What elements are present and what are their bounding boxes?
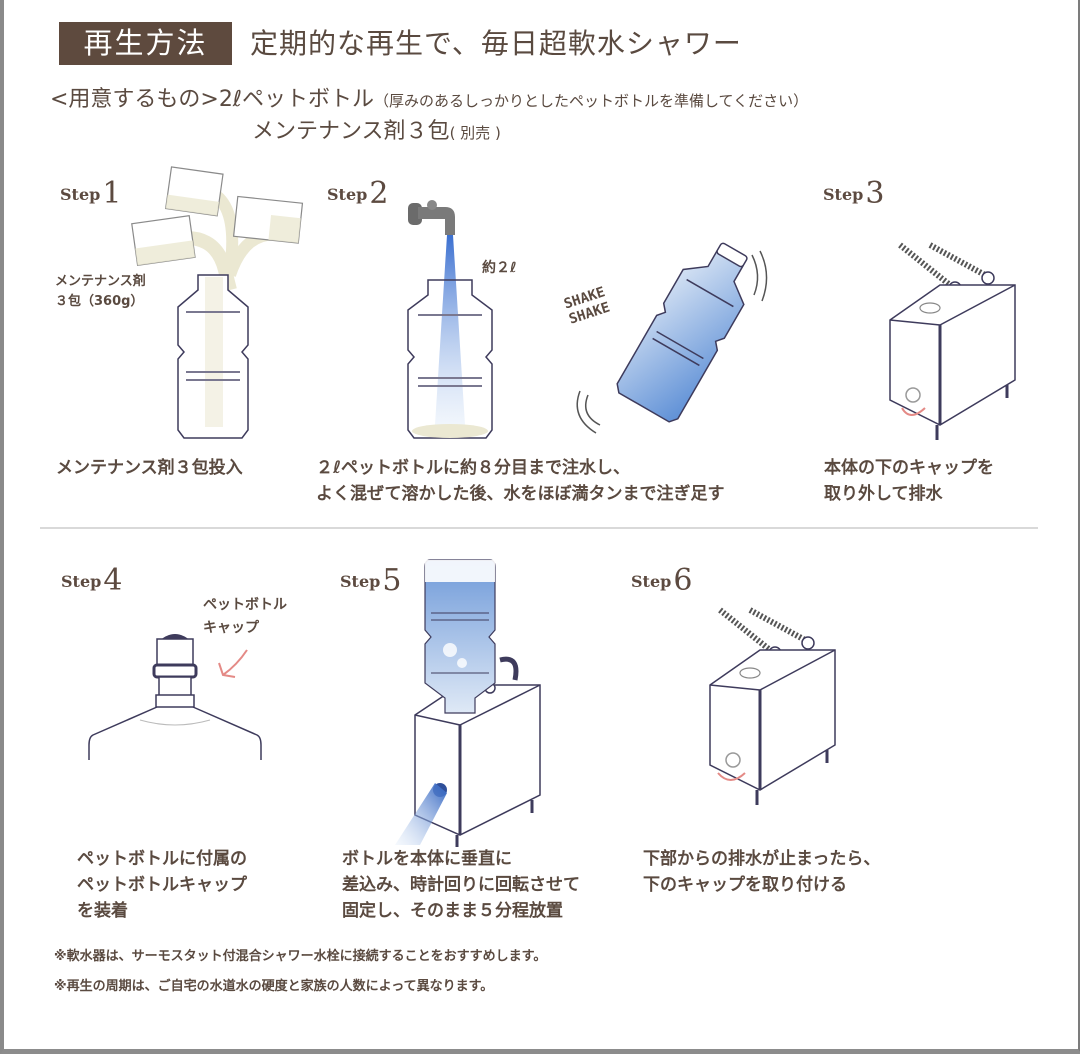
caption-line: ペットボトルキャップ	[77, 875, 247, 895]
step-number: 1	[102, 176, 122, 211]
step-word: Step	[340, 572, 381, 591]
softener-unit-drain-icon	[889, 242, 1016, 440]
step-5-caption: ボトルを本体に垂直に 差込み、時計回りに回転させて 固定し、そのまま５分程放置	[342, 846, 580, 924]
step-2-caption: ２ℓペットボトルに約８分目まで注水し、 よく混ぜて溶かした後、水をほぼ満タンまで…	[316, 455, 725, 507]
preparation-item-maintenance-note: ( 別売 )	[449, 124, 501, 142]
caption-line: 差込み、時計回りに回転させて	[342, 875, 580, 895]
step-word: Step	[327, 185, 368, 204]
step-word: Step	[61, 572, 102, 591]
step-word: Step	[60, 185, 101, 204]
footnote-connection: ※軟水器は、サーモスタット付混合シャワー水栓に接続することをおすすめします。	[54, 949, 547, 964]
section-badge: 再生方法	[59, 22, 232, 65]
preparation-label: <用意するもの>	[50, 87, 219, 112]
step-number: 5	[382, 563, 402, 598]
step-4-label: Step4	[61, 563, 122, 598]
step-number: 3	[865, 176, 885, 211]
annotation-line: キャップ	[203, 620, 259, 636]
step-word: Step	[823, 185, 864, 204]
softener-unit-cap-icon	[709, 607, 836, 805]
preparation-line-2: メンテナンス剤３包( 別売 )	[252, 116, 501, 149]
pink-arrow-icon	[218, 649, 248, 678]
step-number: 6	[673, 563, 693, 598]
step-1-label: Step1	[60, 176, 121, 211]
step-word: Step	[631, 572, 672, 591]
preparation-item-bottle-note: （厚みのあるしっかりとしたペットボトルを準備してください）	[373, 92, 809, 110]
step-3-caption: 本体の下のキャップを 取り外して排水	[824, 455, 994, 507]
caption-line: 固定し、そのまま５分程放置	[342, 901, 563, 921]
annotation-line: ３包（360g）	[55, 294, 144, 309]
footnote-cycle: ※再生の周期は、ご自宅の水道水の硬度と家族の人数によって異なります。	[54, 979, 494, 994]
step-number: 4	[103, 563, 123, 598]
step-number: 2	[369, 176, 389, 211]
bottle-cap-icon	[88, 634, 262, 760]
caption-line: 本体の下のキャップを	[824, 458, 994, 478]
caption-line: ２ℓペットボトルに約８分目まで注水し、	[316, 458, 631, 478]
step-4-caption: ペットボトルに付属の ペットボトルキャップ を装着	[77, 846, 247, 924]
step-4-annotation: ペットボトル キャップ	[203, 594, 287, 640]
step-5-label: Step5	[340, 563, 401, 598]
annotation-line: ペットボトル	[203, 597, 287, 613]
caption-line: 下のキャップを取り付ける	[643, 875, 847, 895]
step-6-caption: 下部からの排水が止まったら、 下のキャップを取り付ける	[643, 846, 880, 898]
step-2-annotation: 約２ℓ	[482, 260, 517, 276]
preparation-line-1: <用意するもの>2ℓペットボトル（厚みのあるしっかりとしたペットボトルを準備して…	[50, 84, 808, 117]
page-title: 定期的な再生で、毎日超軟水シャワー	[250, 27, 742, 60]
caption-line: ボトルを本体に垂直に	[342, 849, 512, 869]
annotation-line: メンテナンス剤	[55, 274, 146, 289]
preparation-item-maintenance: メンテナンス剤３包	[252, 119, 450, 144]
caption-line: よく混ぜて溶かした後、水をほぼ満タンまで注ぎ足す	[316, 484, 725, 504]
powder-packets-bottle-icon	[131, 166, 304, 439]
caption-line: を装着	[77, 901, 128, 921]
step-1-annotation: メンテナンス剤 ３包（360g）	[55, 272, 146, 312]
caption-line: 取り外して排水	[824, 484, 943, 504]
shaking-bottle-icon	[576, 242, 768, 434]
preparation-item-bottle: 2ℓペットボトル	[218, 87, 374, 112]
step-2-label: Step2	[327, 176, 388, 211]
faucet-bottle-icon	[407, 200, 493, 439]
section-divider	[40, 527, 1038, 529]
step-3-label: Step3	[823, 176, 884, 211]
caption-line: ペットボトルに付属の	[77, 849, 247, 869]
caption-line: 下部からの排水が止まったら、	[643, 849, 881, 869]
step-1-caption: メンテナンス剤３包投入	[56, 458, 243, 478]
bottle-inserted-unit-icon	[395, 559, 541, 847]
step-6-label: Step6	[631, 563, 692, 598]
